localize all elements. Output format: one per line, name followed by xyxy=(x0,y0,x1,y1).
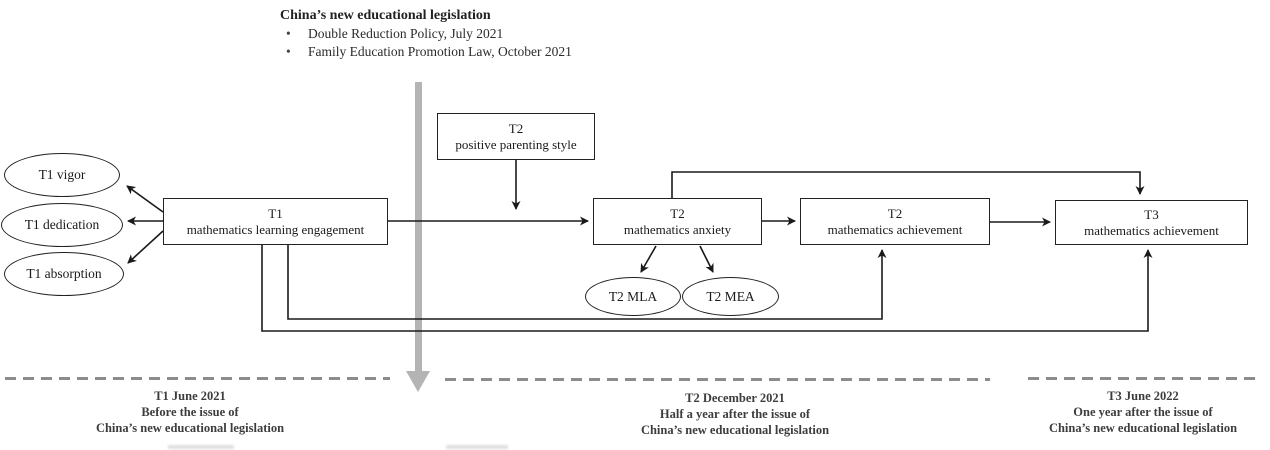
box-construct-label: mathematics anxiety xyxy=(623,221,732,237)
arrow-anxiety-to-mea xyxy=(699,245,714,273)
legislation-bullet-2: • Family Education Promotion Law, Octobe… xyxy=(280,44,720,60)
timeline-desc: China’s new educational legislation xyxy=(95,421,285,435)
box-construct-label: mathematics learning engagement xyxy=(186,221,365,237)
ellipse-t1-dedication: T1 dedication xyxy=(1,203,123,247)
timeline-dash-t2 xyxy=(445,378,990,381)
legislation-bullet-1: • Double Reduction Policy, July 2021 xyxy=(280,26,720,42)
ellipse-label: T1 dedication xyxy=(24,217,100,232)
box-wave-label: T2 xyxy=(508,120,524,136)
ellipse-t2-mea: T2 MEA xyxy=(682,277,779,316)
timeline-dash-t3 xyxy=(1028,377,1259,380)
bullet-icon: • xyxy=(286,44,291,59)
timeline-wave: T2 December 2021 xyxy=(685,391,785,405)
bullet-icon: • xyxy=(286,26,291,41)
legislation-gray-arrow-head-icon xyxy=(406,371,430,392)
timeline-wave: T1 June 2021 xyxy=(154,389,226,403)
timeline-caption-t1: T1 June 2021 Before the issue of China’s… xyxy=(40,388,340,436)
timeline-desc: China’s new educational legislation xyxy=(640,423,830,437)
cutoff-text-artifact xyxy=(446,445,508,449)
legislation-item-text: Family Education Promotion Law, October … xyxy=(308,44,572,59)
box-t3-mathematics-achievement: T3 mathematics achievement xyxy=(1055,200,1248,245)
ellipse-t2-mla: T2 MLA xyxy=(585,277,681,316)
timeline-caption-t2: T2 December 2021 Half a year after the i… xyxy=(535,390,935,438)
box-t2-positive-parenting-style: T2 positive parenting style xyxy=(437,113,595,160)
arrow-engagement-to-vigor xyxy=(126,185,164,213)
box-t2-mathematics-anxiety: T2 mathematics anxiety xyxy=(593,198,762,245)
box-construct-label: mathematics achievement xyxy=(1084,222,1219,238)
timeline-caption-t3: T3 June 2022 One year after the issue of… xyxy=(993,388,1270,436)
arrow-engagement-to-t2achievement-bottom xyxy=(287,245,887,320)
box-wave-label: T2 xyxy=(670,205,685,221)
ellipse-t1-vigor: T1 vigor xyxy=(4,153,120,197)
arrow-anxiety-to-t3achievement-top xyxy=(671,171,1145,198)
box-construct-label: mathematics achievement xyxy=(827,221,963,237)
arrow-engagement-to-absorption xyxy=(127,230,164,264)
timeline-desc: Half a year after the issue of xyxy=(659,407,811,421)
legislation-title: China’s new educational legislation xyxy=(280,8,491,23)
ellipse-label: T2 MLA xyxy=(608,288,658,304)
legislation-gray-arrow-shaft xyxy=(415,82,422,372)
box-construct-label: positive parenting style xyxy=(455,136,577,152)
timeline-desc: One year after the issue of xyxy=(1073,405,1213,419)
legislation-item-text: Double Reduction Policy, July 2021 xyxy=(308,26,504,41)
ellipse-label: T1 vigor xyxy=(38,167,86,182)
legislation-header: China’s new educational legislation • Do… xyxy=(280,8,720,60)
box-wave-label: T2 xyxy=(887,205,903,221)
timeline-wave: T3 June 2022 xyxy=(1107,389,1179,403)
box-t2-mathematics-achievement: T2 mathematics achievement xyxy=(800,198,990,245)
ellipse-label: T1 absorption xyxy=(26,266,102,281)
ellipse-t1-absorption: T1 absorption xyxy=(4,252,124,296)
box-t1-math-learning-engagement: T1 mathematics learning engagement xyxy=(163,198,388,245)
box-wave-label: T3 xyxy=(1144,206,1159,222)
arrow-anxiety-to-mla xyxy=(640,245,657,273)
timeline-dash-t1 xyxy=(5,377,390,380)
cutoff-text-artifact xyxy=(168,445,234,449)
box-wave-label: T1 xyxy=(268,205,283,221)
timeline-desc: China’s new educational legislation xyxy=(1048,421,1238,435)
timeline-desc: Before the issue of xyxy=(141,405,239,419)
ellipse-label: T2 MEA xyxy=(706,288,755,304)
